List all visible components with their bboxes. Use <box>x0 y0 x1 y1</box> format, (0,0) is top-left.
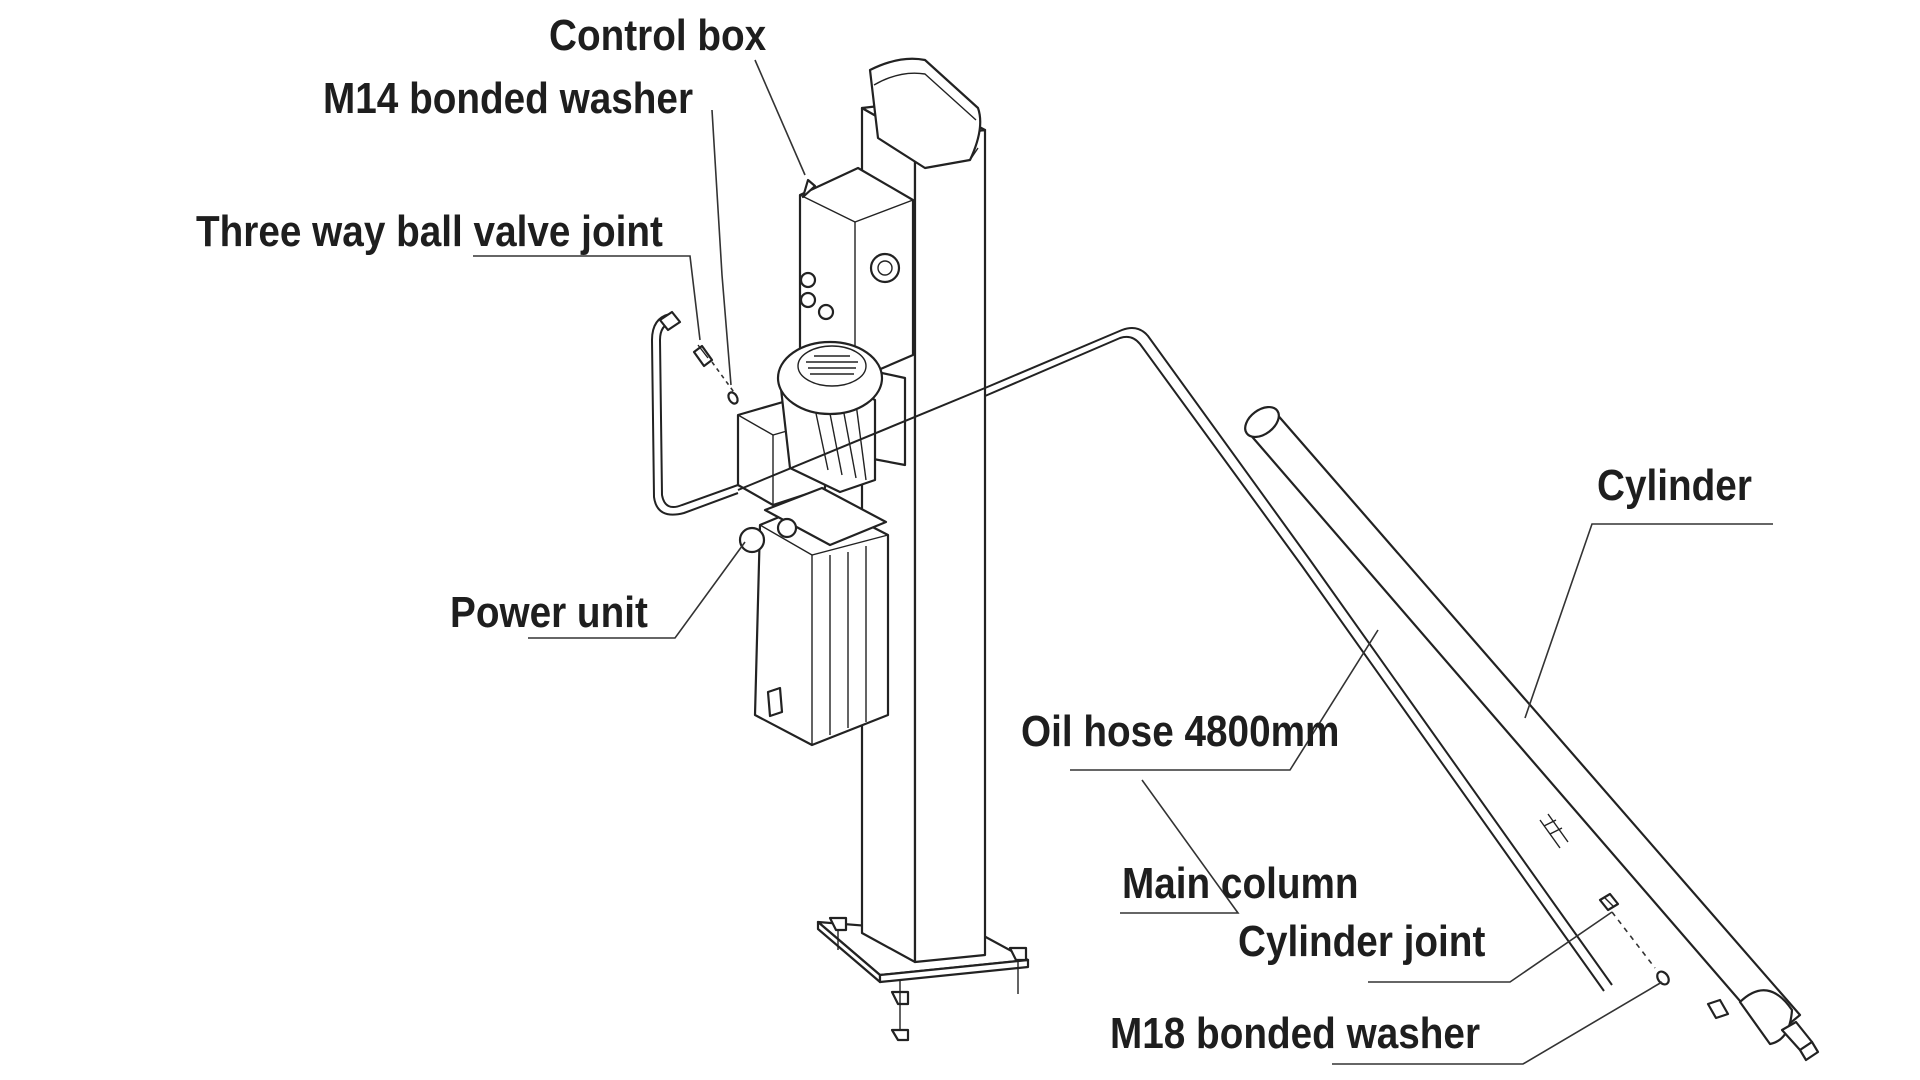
leader-lines <box>473 59 1773 1065</box>
labels: Control box M14 bonded washer Three way … <box>196 10 1752 1058</box>
indicator-light-icon <box>799 291 817 309</box>
label-power-unit: Power unit <box>450 587 648 637</box>
cylinder-joint-part <box>1598 892 1656 969</box>
label-main-column: Main column <box>1122 858 1359 908</box>
indicator-light-icon <box>799 271 817 289</box>
three-way-ball-valve-joint-part <box>658 310 737 396</box>
oil-hose <box>984 327 1613 992</box>
label-m18-bonded-washer: M18 bonded washer <box>1110 1008 1480 1058</box>
rod-end-fitting <box>1780 1020 1820 1062</box>
cylinder <box>1244 405 1820 1062</box>
label-control-box: Control box <box>549 10 766 60</box>
power-unit <box>650 313 986 747</box>
anchor-bolts <box>828 916 1028 1042</box>
hose-fitting <box>1539 813 1569 849</box>
m18-washer-part <box>1656 970 1670 986</box>
label-oil-hose: Oil hose 4800mm <box>1021 706 1339 756</box>
control-box <box>798 166 915 382</box>
label-cylinder-joint: Cylinder joint <box>1238 916 1486 966</box>
vent-grille-icon <box>806 355 858 375</box>
indicator-light-icon <box>817 303 835 321</box>
label-three-way-ball-valve-joint: Three way ball valve joint <box>196 206 663 256</box>
label-cylinder: Cylinder <box>1597 460 1752 510</box>
label-m14-bonded-washer: M14 bonded washer <box>323 73 693 123</box>
filler-cap-icon <box>776 517 798 539</box>
rotary-switch-icon <box>869 252 901 284</box>
m14-washer-part <box>727 391 739 405</box>
